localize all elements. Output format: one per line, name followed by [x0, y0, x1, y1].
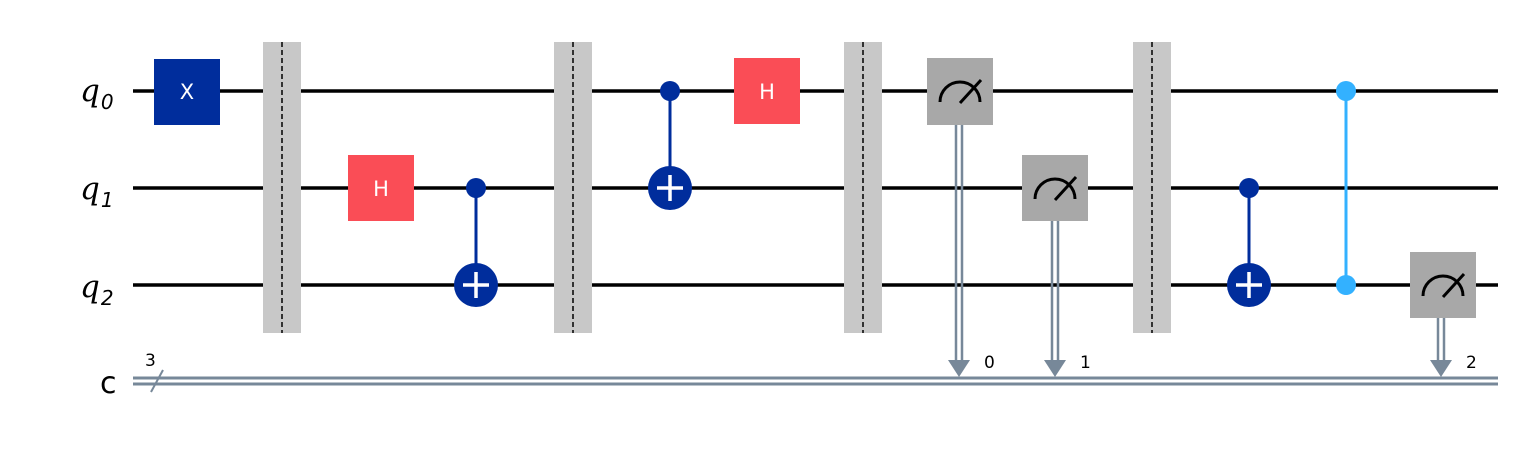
measure-arrow: [948, 360, 970, 377]
classical-register-label: c: [100, 366, 117, 401]
measure-arrow: [1430, 360, 1452, 377]
classical-wire: 3: [133, 351, 1498, 393]
qubit-label-q2: q2: [80, 269, 114, 310]
barrier-2: [554, 42, 592, 333]
h-gate-label: H: [373, 177, 389, 201]
classical-register-size: 3: [145, 351, 156, 371]
h-gate-q1: H: [348, 155, 414, 221]
barriers: [263, 42, 1171, 333]
meter-arc-icon: [1421, 274, 1465, 297]
measure-q1: 1: [1022, 155, 1091, 377]
cnot-control-dot: [466, 178, 486, 198]
h-gate-box: [348, 155, 414, 221]
h-gate-label: H: [759, 80, 775, 104]
barrier-3: [844, 42, 882, 333]
measure-clbit-index: 2: [1466, 353, 1477, 373]
barrier-4: [1133, 42, 1171, 333]
x-gate-box: [154, 59, 220, 125]
measure-q2: 2: [1410, 252, 1477, 377]
x-gate-q0: X: [154, 59, 220, 125]
measure-box: [1410, 252, 1476, 318]
cnot-control-dot: [660, 81, 680, 101]
cz-dot-top: [1336, 81, 1356, 101]
cz-q0-q2: [1336, 81, 1356, 295]
measure-clbit-index: 0: [984, 353, 995, 373]
cz-dot-bottom: [1336, 275, 1356, 295]
meter-arc-icon: [1033, 177, 1077, 200]
qubit-label-q1: q1: [80, 171, 114, 212]
register-labels: q0 q1 q2 c: [80, 73, 117, 401]
meter-needle-icon: [1053, 175, 1078, 202]
measure-arrow: [1044, 360, 1066, 377]
meter-needle-icon: [958, 78, 983, 105]
classical-bus-slash: [150, 369, 164, 393]
cnot-control-dot: [1239, 178, 1259, 198]
cnot-q1-q2: [454, 178, 498, 307]
qubit-wires: [133, 89, 1498, 287]
measure-box: [1022, 155, 1088, 221]
meter-needle-icon: [1441, 272, 1466, 299]
cnot-q1-q2-second: [1227, 178, 1271, 307]
h-gate-q0: H: [734, 58, 800, 124]
meter-arc-icon: [938, 80, 982, 103]
x-gate-label: X: [180, 80, 194, 104]
qubit-label-q0: q0: [80, 73, 114, 114]
measure-q0: 0: [927, 58, 995, 377]
barrier-1: [263, 42, 301, 333]
measure-box: [927, 58, 993, 125]
cnot-q0-q1: [648, 81, 692, 210]
measure-clbit-index: 1: [1080, 353, 1091, 373]
h-gate-box: [734, 58, 800, 124]
